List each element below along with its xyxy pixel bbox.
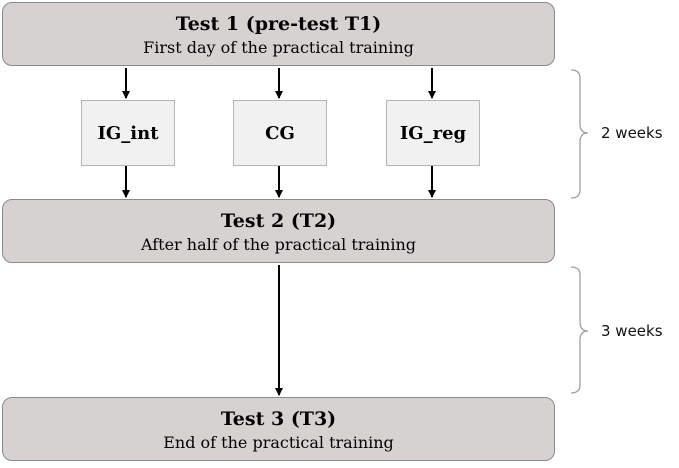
stage-test-3: Test 3 (T3) End of the practical trainin… [2, 397, 555, 461]
stage-test-3-subtitle: End of the practical training [163, 433, 394, 452]
stage-test-1: Test 1 (pre-test T1) First day of the pr… [2, 2, 555, 66]
stage-test-1-subtitle: First day of the practical training [143, 38, 414, 57]
duration-3-weeks: 3 weeks [601, 322, 663, 340]
brace-3-weeks [570, 266, 589, 394]
stage-test-2: Test 2 (T2) After half of the practical … [2, 199, 555, 263]
stage-test-2-subtitle: After half of the practical training [140, 235, 417, 254]
stage-test-3-title: Test 3 (T3) [220, 408, 337, 430]
group-ig-int: IG_int [81, 100, 175, 166]
group-ig-reg-label: IG_reg [399, 122, 467, 144]
duration-2-weeks: 2 weeks [601, 124, 663, 142]
stage-test-2-title: Test 2 (T2) [220, 210, 337, 232]
stage-test-1-title: Test 1 (pre-test T1) [175, 13, 382, 35]
brace-2-weeks [570, 69, 589, 199]
group-ig-reg: IG_reg [386, 100, 480, 166]
group-ig-int-label: IG_int [97, 122, 159, 144]
group-cg: CG [233, 100, 327, 166]
group-cg-label: CG [265, 122, 295, 144]
